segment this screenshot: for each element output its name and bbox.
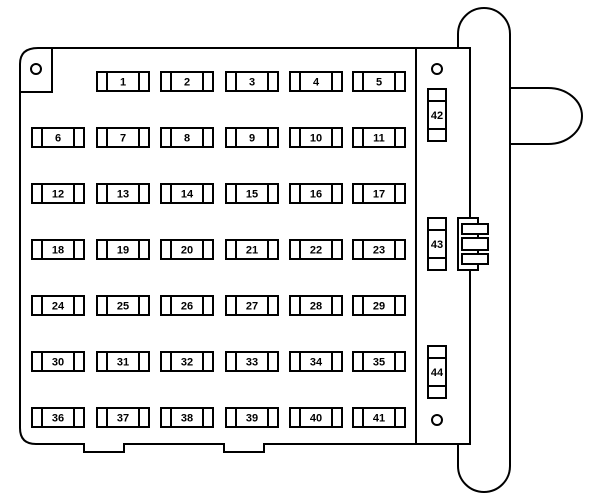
fuse-label: 14 (181, 189, 194, 201)
fuse-label: 19 (117, 245, 129, 257)
fuse-33: 33 (225, 351, 279, 372)
fuse-label: 10 (310, 133, 322, 145)
fuse-19: 19 (96, 239, 150, 260)
fuse-44: 44 (427, 345, 447, 399)
fuse-26: 26 (160, 295, 214, 316)
fuse-label: 32 (181, 357, 193, 369)
fuse-41: 41 (352, 407, 406, 428)
fuse-label: 18 (52, 245, 64, 257)
fuse-25: 25 (96, 295, 150, 316)
fuse-label: 31 (117, 357, 129, 369)
fuse-label: 39 (246, 413, 258, 425)
fuse-14: 14 (160, 183, 214, 204)
fuse-2: 2 (160, 71, 214, 92)
fuse-23: 23 (352, 239, 406, 260)
connector-block (457, 217, 489, 271)
side-fuse-column: 42 43 44 (427, 88, 447, 399)
fuse-39: 39 (225, 407, 279, 428)
fuse-label: 2 (184, 77, 190, 89)
fuse-6: 6 (31, 127, 85, 148)
fuse-label: 34 (310, 357, 323, 369)
fuse-17: 17 (352, 183, 406, 204)
fuse-40: 40 (289, 407, 343, 428)
fuse-label: 44 (431, 367, 444, 379)
fuse-5: 5 (352, 71, 406, 92)
fuse-36: 36 (31, 407, 85, 428)
fuse-label: 23 (373, 245, 385, 257)
fuse-21: 21 (225, 239, 279, 260)
fuse-label: 17 (373, 189, 385, 201)
fuse-label: 42 (431, 110, 443, 122)
fuse-37: 37 (96, 407, 150, 428)
fuse-label: 41 (373, 413, 385, 425)
fuse-1: 1 (96, 71, 150, 92)
fuse-15: 15 (225, 183, 279, 204)
fuse-29: 29 (352, 295, 406, 316)
fuse-label: 26 (181, 301, 193, 313)
fuse-label: 33 (246, 357, 258, 369)
fuse-label: 7 (120, 133, 126, 145)
fuse-label: 25 (117, 301, 129, 313)
fuse-10: 10 (289, 127, 343, 148)
fuse-27: 27 (225, 295, 279, 316)
fuse-label: 9 (249, 133, 255, 145)
fuse-11: 11 (352, 127, 406, 148)
fuse-30: 30 (31, 351, 85, 372)
fuse-label: 30 (52, 357, 64, 369)
fuse-label: 40 (310, 413, 322, 425)
fuse-label: 13 (117, 189, 129, 201)
fuse-label: 37 (117, 413, 129, 425)
fuse-label: 1 (120, 77, 126, 89)
fuse-label: 11 (373, 133, 385, 145)
fuse-18: 18 (31, 239, 85, 260)
fuse-label: 28 (310, 301, 322, 313)
fuse-3: 3 (225, 71, 279, 92)
fuse-43: 43 (427, 217, 447, 271)
fuse-42: 42 (427, 88, 447, 142)
fuse-label: 29 (373, 301, 385, 313)
fuse-label: 12 (52, 189, 64, 201)
fuse-label: 6 (55, 133, 61, 145)
fuse-label: 20 (181, 245, 193, 257)
fuse-label: 16 (310, 189, 322, 201)
fuse-label: 22 (310, 245, 322, 257)
fuse-31: 31 (96, 351, 150, 372)
fuse-32: 32 (160, 351, 214, 372)
fuse-label: 24 (52, 301, 65, 313)
fuse-20: 20 (160, 239, 214, 260)
mount-hole-top-right (431, 63, 443, 75)
fuse-38: 38 (160, 407, 214, 428)
fuse-28: 28 (289, 295, 343, 316)
fuse-label: 3 (249, 77, 255, 89)
fuse-label: 35 (373, 357, 385, 369)
fuse-label: 43 (431, 239, 443, 251)
fuse-label: 27 (246, 301, 258, 313)
fuse-22: 22 (289, 239, 343, 260)
mount-hole-bottom-right (431, 414, 443, 426)
fuse-24: 24 (31, 295, 85, 316)
fuse-12: 12 (31, 183, 85, 204)
fuse-35: 35 (352, 351, 406, 372)
fuse-label: 36 (52, 413, 64, 425)
fuse-7: 7 (96, 127, 150, 148)
bracket-knob (504, 87, 583, 145)
corner-tab (20, 48, 53, 93)
fuse-13: 13 (96, 183, 150, 204)
fuse-34: 34 (289, 351, 343, 372)
fuse-label: 4 (313, 77, 320, 89)
mount-hole-top-left (30, 63, 42, 75)
fuse-label: 15 (246, 189, 258, 201)
fuse-9: 9 (225, 127, 279, 148)
fuse-8: 8 (160, 127, 214, 148)
fuse-label: 8 (184, 133, 190, 145)
fuse-label: 5 (376, 77, 382, 89)
fuse-label: 38 (181, 413, 193, 425)
fuse-16: 16 (289, 183, 343, 204)
fuse-4: 4 (289, 71, 343, 92)
fuse-label: 21 (246, 245, 258, 257)
